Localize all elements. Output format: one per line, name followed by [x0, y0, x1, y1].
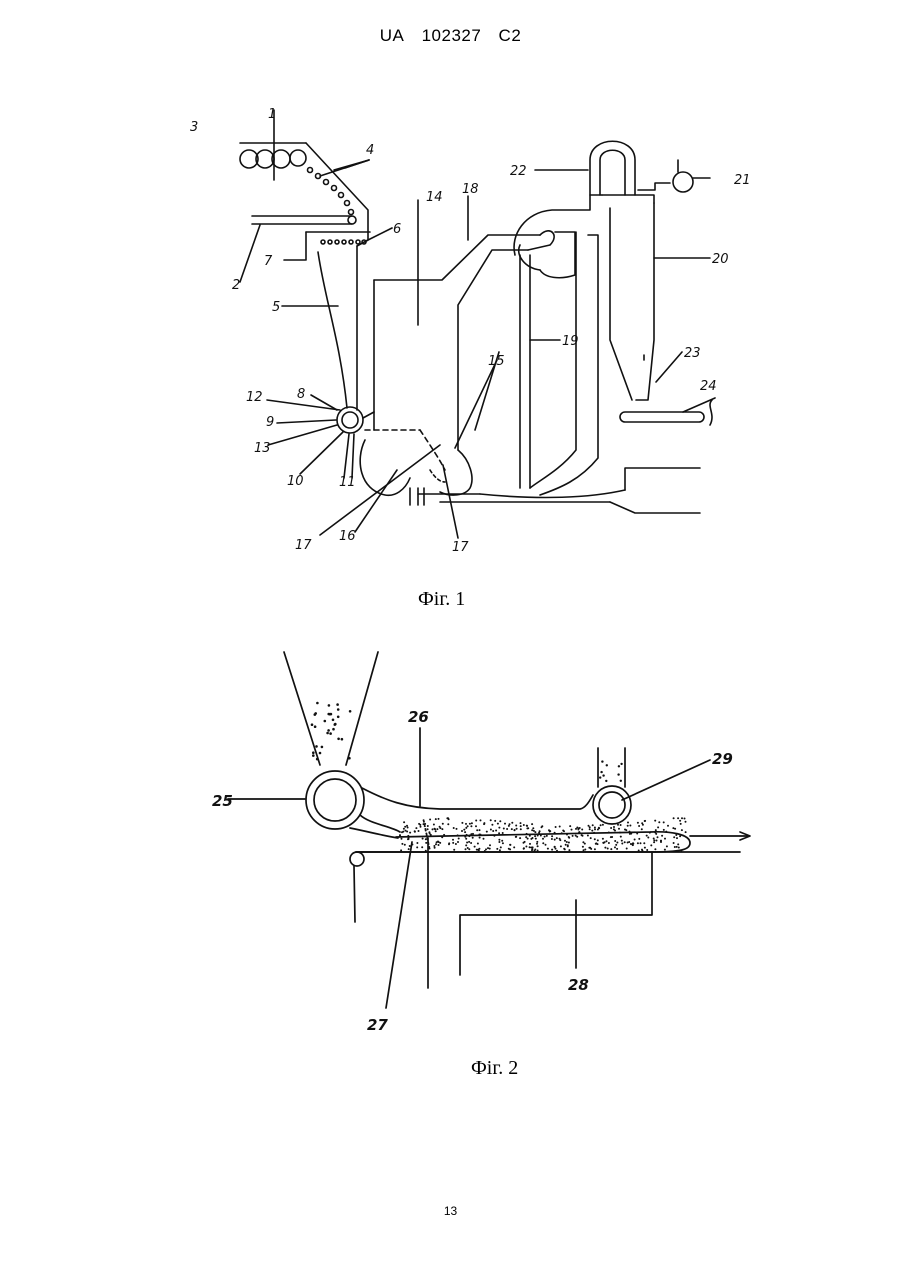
label-8: 8: [297, 387, 305, 402]
page-number: 13: [0, 1204, 901, 1218]
label-9: 9: [266, 415, 274, 430]
label-23: 23: [684, 346, 701, 361]
figure-2-caption: Фіг. 2: [471, 1057, 518, 1080]
label-21: 21: [734, 173, 751, 188]
label-15: 15: [488, 354, 505, 369]
label-26: 26: [408, 708, 429, 726]
label-18: 18: [462, 182, 479, 197]
figure-1-drawing: 1 2 3 4 5 6 7 8 9 10 11 12 13 14 15 16 1…: [0, 0, 901, 620]
label-17-left: 17: [295, 538, 312, 553]
label-7: 7: [264, 254, 273, 269]
label-2: 2: [232, 278, 240, 293]
label-3: 3: [190, 120, 198, 135]
label-14: 14: [426, 190, 443, 205]
label-6: 6: [393, 222, 401, 237]
label-13: 13: [254, 441, 271, 456]
figure-2-drawing: 25 26 27 28 29: [0, 640, 901, 1050]
label-29: 29: [712, 750, 733, 768]
label-12: 12: [246, 390, 263, 405]
label-10: 10: [287, 474, 304, 489]
label-24: 24: [700, 379, 717, 394]
label-20: 20: [712, 252, 729, 267]
label-25: 25: [212, 792, 233, 810]
granular-material: [311, 702, 687, 852]
label-27: 27: [367, 1016, 388, 1034]
label-28: 28: [568, 976, 589, 994]
label-19: 19: [562, 334, 579, 349]
label-1: 1: [268, 107, 276, 122]
label-17-right: 17: [452, 540, 469, 555]
label-16: 16: [339, 529, 356, 544]
label-11: 11: [339, 475, 356, 490]
label-4: 4: [366, 143, 374, 158]
label-22: 22: [510, 164, 527, 179]
figure-1-caption: Фіг. 1: [418, 588, 465, 611]
label-5: 5: [272, 300, 280, 315]
